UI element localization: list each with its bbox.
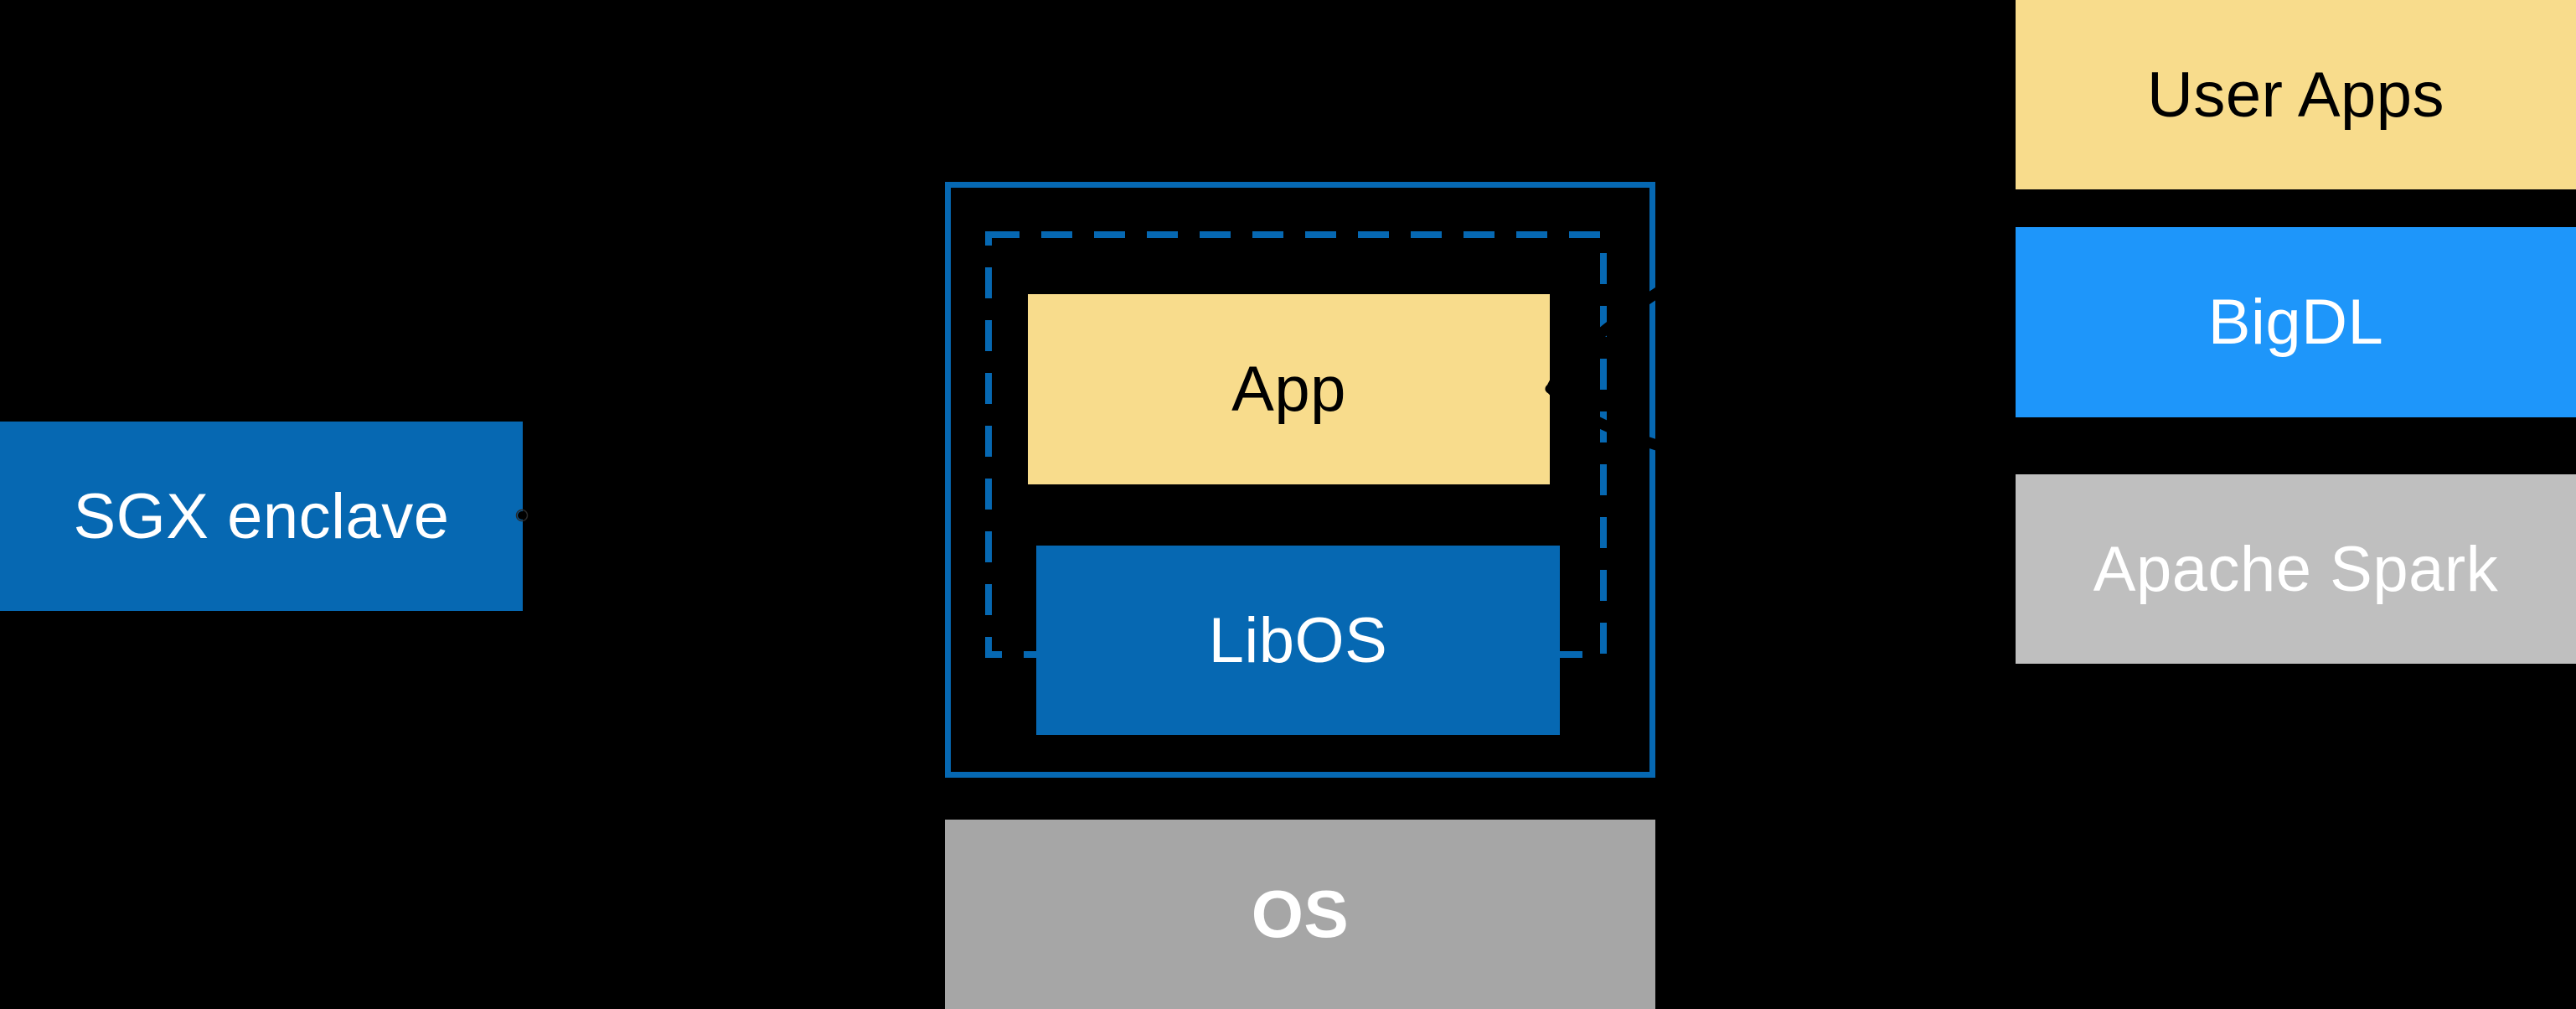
libos-box: LibOS [1036, 546, 1560, 735]
sgx-enclave-label: SGX enclave [73, 480, 450, 552]
apache-spark-label: Apache Spark [2093, 533, 2499, 605]
connector-arc [1545, 231, 1757, 475]
user-apps-label: User Apps [2146, 59, 2445, 131]
app-box: App [1028, 294, 1550, 484]
sgx-enclave-solid-border [945, 182, 1655, 778]
bigdl-label: BigDL [2207, 287, 2384, 358]
apache-spark-box: Apache Spark [2016, 474, 2576, 664]
user-apps-box: User Apps [2016, 0, 2576, 189]
app-label: App [1231, 354, 1346, 425]
os-box: OS [945, 820, 1655, 1009]
sgx-enclave-box: SGX enclave [0, 422, 523, 611]
connector-dot-app [1545, 384, 1555, 394]
connector-dot-sgx [518, 511, 526, 520]
connector-dot-sgx-halo [515, 509, 529, 522]
os-label: OS [1251, 877, 1350, 951]
bigdl-box: BigDL [2016, 227, 2576, 417]
libos-label: LibOS [1208, 604, 1388, 676]
